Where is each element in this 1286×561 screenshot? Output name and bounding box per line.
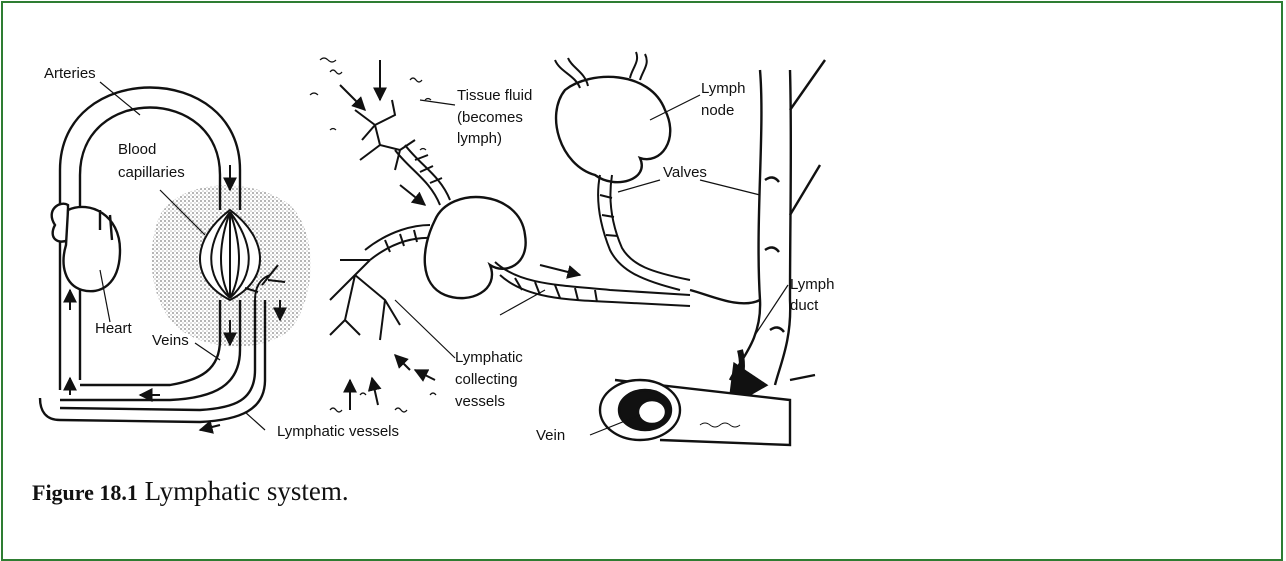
label-lymphatic-vessels: Lymphatic vessels bbox=[277, 423, 399, 440]
upper-tissue-branch bbox=[355, 100, 450, 205]
label-lymph-duct-line2: duct bbox=[790, 297, 819, 314]
label-vein: Vein bbox=[536, 427, 565, 444]
lymph-node-2 bbox=[556, 77, 670, 182]
heart-shape bbox=[52, 204, 120, 292]
figure-caption: Figure 18.1 Lymphatic system. bbox=[32, 476, 349, 507]
label-lymph-duct-line1: Lymph bbox=[790, 276, 834, 293]
label-lymph-node-line2: node bbox=[701, 102, 734, 119]
lower-tissue-branch bbox=[330, 225, 432, 340]
label-tissue-fluid-line1: Tissue fluid bbox=[457, 87, 532, 104]
label-blood-capillaries-line2: capillaries bbox=[118, 164, 185, 181]
figure-number: Figure 18.1 bbox=[32, 480, 138, 505]
label-lymph-node-line1: Lymph bbox=[701, 80, 745, 97]
label-lymphatic-collecting-line1: Lymphatic bbox=[455, 349, 523, 366]
vein-shape bbox=[600, 380, 790, 445]
label-tissue-fluid-line3: lymph) bbox=[457, 130, 502, 147]
label-tissue-fluid-line2: (becomes bbox=[457, 109, 523, 126]
label-veins: Veins bbox=[152, 332, 189, 349]
label-valves: Valves bbox=[663, 164, 707, 181]
lymphatic-system-diagram: Arteries Blood capillaries Heart Veins L… bbox=[0, 0, 1286, 470]
label-arteries: Arteries bbox=[44, 65, 96, 82]
label-lymphatic-collecting-line2: collecting bbox=[455, 371, 518, 388]
figure-caption-text: Lymphatic system. bbox=[145, 476, 349, 506]
tissue-fluid-squiggles bbox=[310, 58, 436, 412]
label-heart: Heart bbox=[95, 320, 133, 337]
valved-vessel bbox=[598, 175, 690, 290]
label-blood-capillaries-line1: Blood bbox=[118, 141, 156, 158]
label-lymphatic-collecting-line3: vessels bbox=[455, 393, 505, 410]
